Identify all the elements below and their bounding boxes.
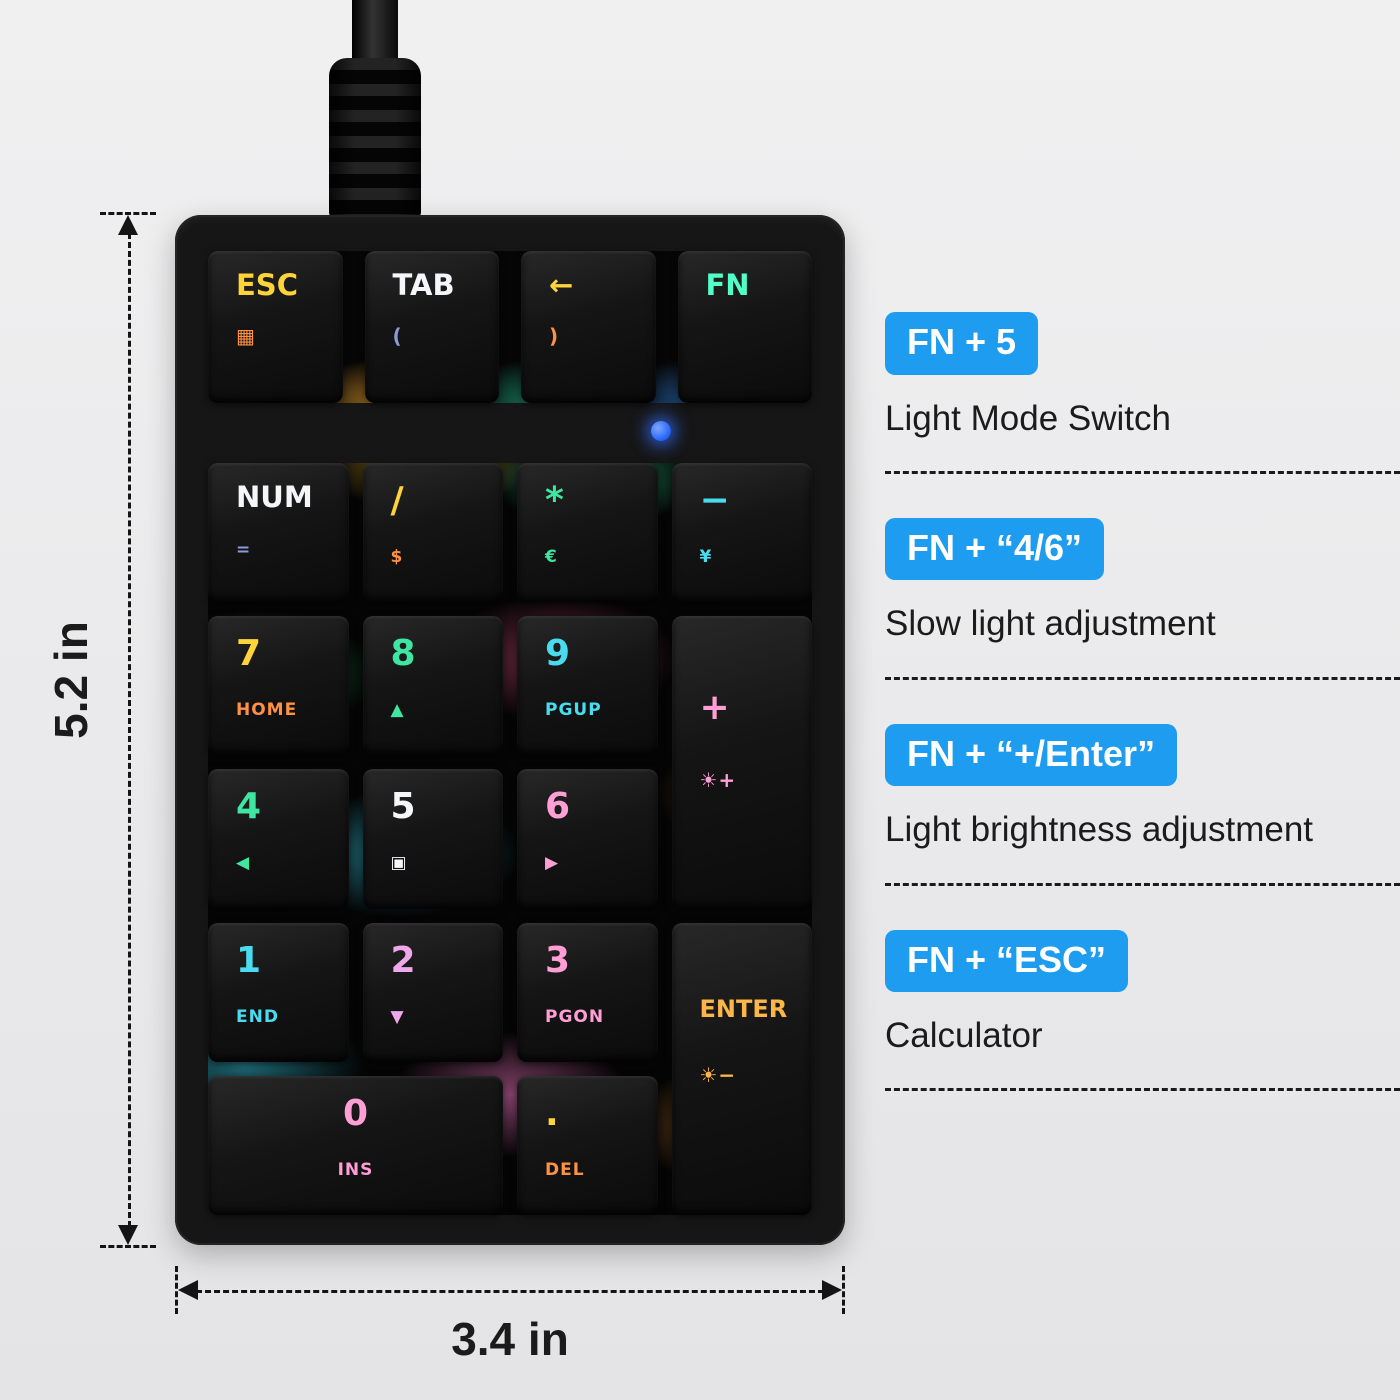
key-divide-label: / — [390, 480, 404, 521]
key-minus: − ¥ — [671, 463, 812, 603]
key-3-label: 3 — [545, 939, 571, 981]
shortcut-badge-fn-plus-enter: FN + “+/Enter” — [885, 723, 1178, 787]
dashed-divider — [885, 470, 1400, 474]
key-decimal: . DEL — [517, 1075, 658, 1215]
dimension-cap-left — [175, 1266, 178, 1314]
key-num-label: NUM — [236, 480, 313, 514]
feature-callouts: FN + 5 Light Mode Switch FN + “4/6” Slow… — [885, 312, 1400, 1135]
key-esc-label: ESC — [236, 268, 298, 302]
key-0: 0 INS — [208, 1075, 503, 1215]
callout-calculator: FN + “ESC” Calculator — [885, 929, 1400, 1092]
callout-description: Slow light adjustment — [885, 604, 1216, 644]
key-1-sub-label: END — [236, 1006, 279, 1027]
key-7-sub-label: HOME — [236, 700, 298, 721]
key-9-sub-label: PGUP — [545, 700, 602, 721]
numpad-case: ESC ▦ TAB ( ← ) FN NUM = / — [175, 215, 845, 1245]
key-1-label: 1 — [236, 939, 262, 981]
usb-cable-strain-relief — [329, 58, 421, 220]
key-tab: TAB ( — [364, 251, 499, 403]
arrowhead-left-icon — [178, 1280, 198, 1300]
dimension-cap-bottom — [100, 1245, 156, 1248]
key-3-sub-label: PGON — [545, 1006, 605, 1027]
brightness-down-icon: ☀− — [699, 1062, 737, 1087]
key-6-label: 6 — [545, 786, 571, 828]
key-decimal-sub-label: DEL — [545, 1159, 585, 1180]
arrow-down-icon: ▼ — [390, 1006, 405, 1027]
callout-slow-light: FN + “4/6” Slow light adjustment — [885, 517, 1400, 680]
arrow-right-icon: ▶ — [545, 853, 560, 874]
key-decimal-label: . — [545, 1092, 559, 1134]
key-tab-sub-label: ( — [392, 324, 403, 348]
dashed-divider — [885, 1088, 1400, 1092]
callout-description: Calculator — [885, 1016, 1043, 1056]
calculator-icon: ▦ — [236, 324, 256, 348]
key-9-label: 9 — [545, 633, 571, 675]
key-enter-label: ENTER — [699, 994, 788, 1023]
key-6: 6 ▶ — [517, 769, 658, 909]
dimension-cap-right — [842, 1266, 845, 1314]
key-8-label: 8 — [390, 633, 416, 675]
key-multiply: * € — [517, 463, 658, 603]
numpad-key-grid: NUM = / $ * € − ¥ 7 HOME 8 ▲ — [208, 463, 812, 1215]
key-backspace: ← ) — [521, 251, 656, 403]
key-esc: ESC ▦ — [208, 251, 343, 403]
key-2-label: 2 — [390, 939, 416, 981]
key-num: NUM = — [208, 463, 349, 603]
key-plus-label: + — [699, 687, 730, 729]
key-fn-label: FN — [705, 268, 750, 302]
callout-description: Light brightness adjustment — [885, 810, 1314, 850]
key-7: 7 HOME — [208, 616, 349, 756]
key-0-sub-label: INS — [337, 1159, 374, 1180]
key-enter: ENTER ☀− — [671, 922, 812, 1215]
key-4: 4 ◀ — [208, 769, 349, 909]
width-label: 3.4 in — [451, 1313, 569, 1365]
key-7-label: 7 — [236, 633, 262, 675]
arrowhead-up-icon — [118, 215, 138, 235]
arrowhead-right-icon — [822, 1280, 842, 1300]
arrow-left-icon: ◀ — [236, 853, 251, 874]
key-3: 3 PGON — [517, 922, 658, 1062]
key-fn: FN — [677, 251, 812, 403]
callout-light-mode: FN + 5 Light Mode Switch — [885, 312, 1400, 474]
height-dimension — [100, 212, 156, 1248]
arrowhead-down-icon — [118, 1225, 138, 1245]
shortcut-badge-fn-5: FN + 5 — [885, 312, 1039, 375]
key-divide: / $ — [362, 463, 503, 603]
key-0-label: 0 — [342, 1092, 369, 1134]
key-minus-sub-label: ¥ — [699, 547, 713, 567]
dimension-line-horizontal — [187, 1290, 833, 1293]
shortcut-badge-fn-esc: FN + “ESC” — [885, 929, 1129, 993]
key-8: 8 ▲ — [362, 616, 503, 756]
light-mode-icon: ▣ — [390, 853, 408, 874]
numpad-function-row: ESC ▦ TAB ( ← ) FN — [208, 251, 812, 403]
key-9: 9 PGUP — [517, 616, 658, 756]
key-tab-label: TAB — [392, 268, 455, 302]
key-num-sub-label: = — [236, 540, 252, 560]
key-multiply-label: * — [545, 480, 564, 521]
dashed-divider — [885, 676, 1400, 680]
key-5-label: 5 — [390, 786, 416, 828]
key-2: 2 ▼ — [362, 922, 503, 1062]
backspace-arrow-icon: ← — [549, 268, 574, 302]
shortcut-badge-fn-4-6: FN + “4/6” — [885, 517, 1105, 581]
dimension-line-vertical — [128, 224, 131, 1236]
dimension-cap-top — [100, 212, 156, 215]
key-plus: + ☀+ — [671, 616, 812, 909]
key-divide-sub-label: $ — [390, 547, 404, 567]
key-backspace-sub-label: ) — [549, 324, 560, 348]
key-minus-label: − — [699, 480, 730, 521]
brightness-up-icon: ☀+ — [699, 768, 737, 793]
key-multiply-sub-label: € — [545, 547, 558, 567]
callout-brightness: FN + “+/Enter” Light brightness adjustme… — [885, 723, 1400, 886]
key-5: 5 ▣ — [362, 769, 503, 909]
key-4-label: 4 — [236, 786, 262, 828]
arrow-up-icon: ▲ — [390, 700, 405, 721]
callout-description: Light Mode Switch — [885, 398, 1171, 438]
key-1: 1 END — [208, 922, 349, 1062]
width-dimension — [175, 1266, 845, 1314]
height-label: 5.2 in — [45, 621, 97, 739]
dashed-divider — [885, 882, 1400, 886]
status-led — [651, 421, 671, 441]
